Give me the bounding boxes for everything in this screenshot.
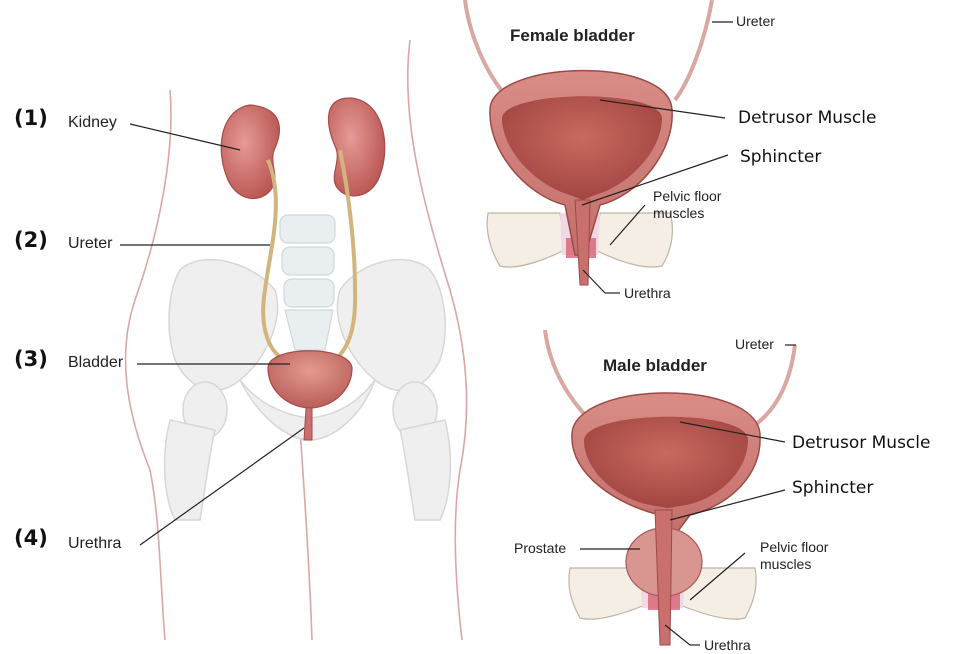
female-sphincter-label: Sphincter — [740, 147, 821, 167]
female-pelvic-floor-label-1: Pelvic floor — [653, 188, 721, 205]
male-prostate-label: Prostate — [514, 540, 566, 557]
kidney-label: Kidney — [68, 114, 117, 132]
male-detrusor-label: Detrusor Muscle — [792, 433, 930, 453]
right-kidney — [328, 98, 384, 196]
marker-4: (4) — [14, 526, 48, 550]
female-urethra-label: Urethra — [624, 285, 671, 302]
left-urethra-tube — [304, 408, 312, 440]
male-sphincter-label: Sphincter — [792, 478, 873, 498]
bladder-label: Bladder — [68, 354, 123, 372]
male-bladder-title: Male bladder — [603, 356, 707, 376]
male-pelvic-floor-label-1: Pelvic floor — [760, 539, 828, 556]
marker-1: (1) — [14, 106, 48, 130]
left-kidney — [221, 105, 279, 198]
female-ureter-label: Ureter — [736, 13, 775, 30]
male-urethra-label: Urethra — [704, 637, 751, 654]
spine — [280, 215, 335, 350]
ureter-label: Ureter — [68, 235, 112, 253]
marker-2: (2) — [14, 228, 48, 252]
male-pelvic-floor-label-2: muscles — [760, 556, 811, 573]
male-bladder-illustration — [545, 330, 795, 645]
marker-3: (3) — [14, 347, 48, 371]
left-bladder — [268, 351, 352, 408]
urethra-label: Urethra — [68, 535, 121, 553]
male-ureter-label: Ureter — [735, 336, 774, 353]
female-bladder-title: Female bladder — [510, 26, 635, 46]
female-pelvic-floor-label-2: muscles — [653, 205, 704, 222]
female-detrusor-label: Detrusor Muscle — [738, 108, 876, 128]
